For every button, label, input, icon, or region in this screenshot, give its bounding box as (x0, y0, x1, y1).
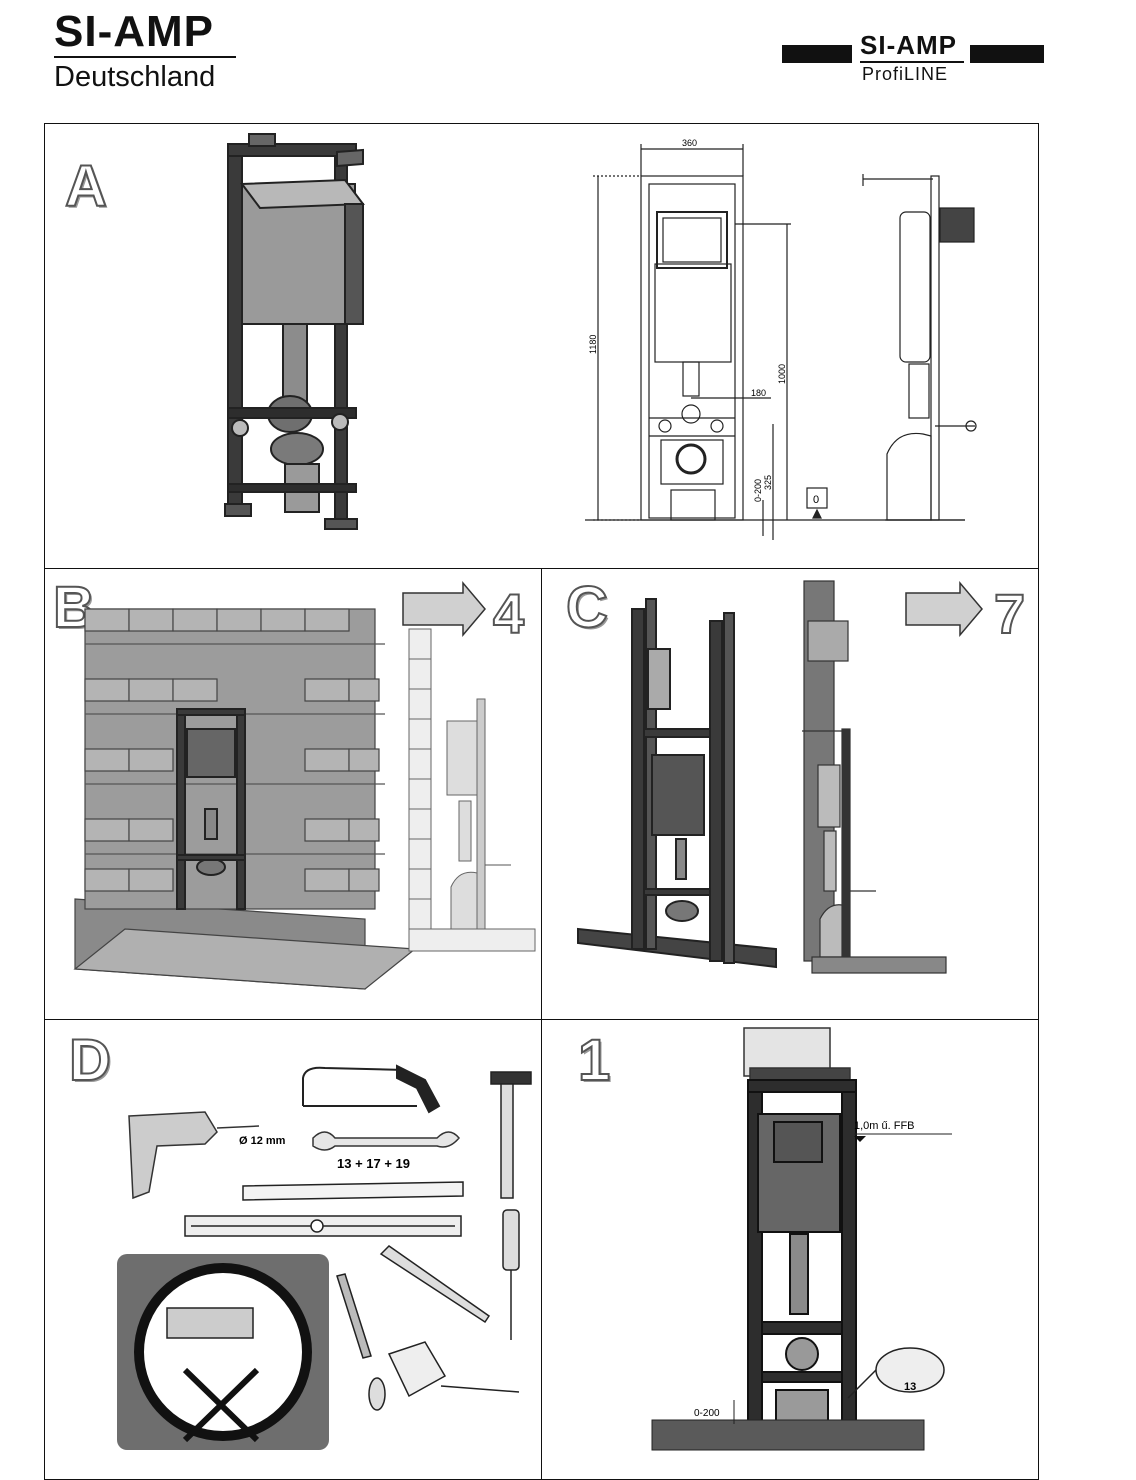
panel-a-overview: A (44, 123, 1039, 569)
panel-1-drawing: 1,0m ű. FFB 0-200 13 (651, 1027, 952, 1451)
siamp-profiline-logo: SI-AMP ProfiLINE (782, 30, 1044, 88)
logo-bar-right (970, 45, 1044, 63)
tape-measure-icon (387, 1341, 520, 1398)
hacksaw-icon (302, 1064, 441, 1114)
panel-d-required-tools: D Ø 12 mm 13 + 17 + 19 (44, 1019, 542, 1480)
drywall-frame-illustration (577, 598, 777, 969)
logo-subtitle: ProfiLINE (862, 64, 949, 84)
panel-b-brick-wall-installation: B 4 (44, 568, 542, 1020)
panel-b-drawing: 4 (73, 580, 536, 990)
dimension-180: 180 (751, 388, 766, 398)
wooden-plank-icon (242, 1181, 464, 1201)
arrow-next-step-icon (905, 580, 983, 638)
height-above-floor-label: 1,0m ű. FFB (854, 1120, 915, 1132)
dimension-width: 360 (682, 138, 697, 148)
range-dimension (702, 1400, 746, 1424)
next-step-number: 4 (493, 582, 524, 645)
panel-letter: C (565, 575, 609, 640)
wrench-icon (312, 1131, 460, 1151)
logo-wordmark: SI-AMP (860, 30, 957, 60)
logo-wordmark: SI-AMP (54, 7, 214, 56)
wrench-size-label: 13 (904, 1381, 916, 1393)
spirit-level-icon (743, 1027, 851, 1081)
next-step-number: 7 (994, 582, 1025, 645)
drywall-section-illustration (802, 580, 947, 974)
screwdriver-icon (502, 1209, 520, 1340)
logo-rule (860, 61, 964, 63)
side-view-drawing (862, 174, 977, 521)
dimension-325: 325 (763, 475, 773, 490)
panel-letter: A (64, 154, 108, 219)
floor-slab-illustration (651, 1419, 925, 1451)
panel-1-step-leveling: 1 1,0m ű. FFB 0-200 (541, 1019, 1039, 1480)
panel-d-drawing: Ø 12 mm 13 + 17 + 19 (117, 1064, 532, 1450)
panel-letter: D (68, 1028, 112, 1093)
panel-c-drywall-installation: C 7 (541, 568, 1039, 1020)
logo-bar-left (782, 45, 852, 63)
pencil-icon (379, 1245, 491, 1324)
arrow-next-step-icon (402, 580, 486, 638)
panel-a-drawing: 360 1180 1000 180 0-200 325 0 (224, 133, 977, 540)
dimension-1000: 1000 (777, 364, 787, 384)
front-view-drawing (585, 144, 965, 540)
siamp-deutschland-logo: SI-AMP Deutschland (54, 10, 244, 94)
frame-3d-illustration (224, 133, 365, 530)
no-waste-warning-icon (117, 1254, 329, 1450)
range-label: 0-200 (694, 1408, 720, 1419)
drill-icon (128, 1111, 260, 1200)
panel-letter: 1 (577, 1028, 611, 1093)
wall-section-illustration (408, 628, 536, 952)
installation-frame-illustration (747, 1079, 857, 1425)
panel-c-drawing: 7 (577, 580, 1026, 974)
dimension-range: 0-200 (753, 479, 763, 502)
zero-marker: 0 (813, 494, 819, 506)
wrench-callout-icon (847, 1347, 945, 1399)
logo-rule (54, 56, 236, 58)
frame-in-wall-illustration (176, 708, 246, 910)
spirit-level-icon (184, 1215, 462, 1237)
wrench-sizes-label: 13 + 17 + 19 (337, 1156, 410, 1171)
drill-diameter-label: Ø 12 mm (239, 1135, 286, 1147)
rasp-file-icon (336, 1273, 386, 1411)
hammer-icon (490, 1071, 532, 1199)
logo-subtitle: Deutschland (54, 61, 216, 93)
dimension-height: 1180 (588, 335, 598, 354)
